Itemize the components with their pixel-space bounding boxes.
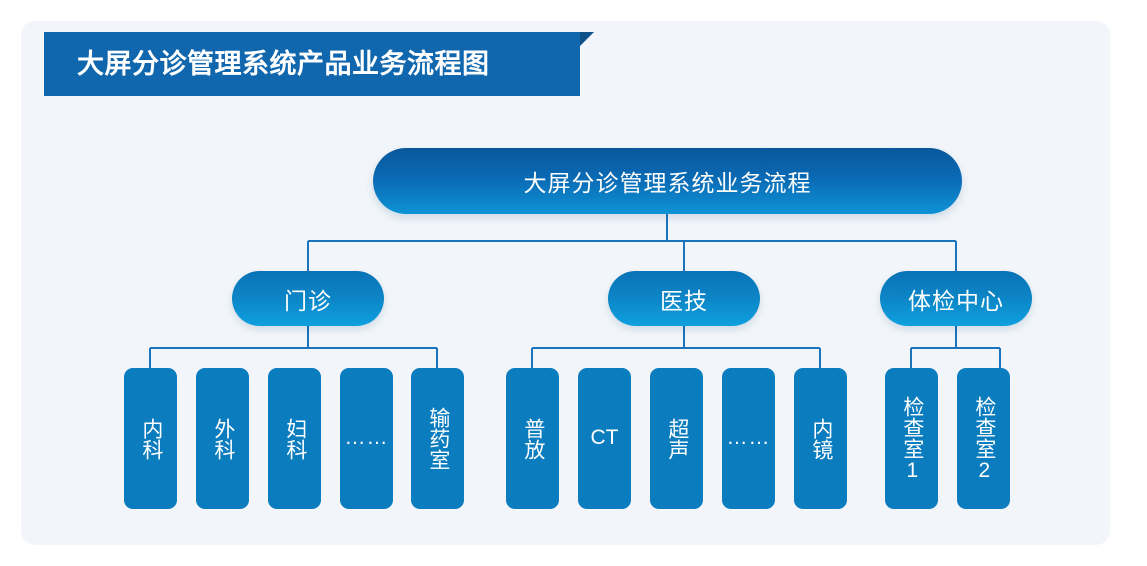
node-leaf-label: …… bbox=[726, 426, 771, 450]
node-leaf-label: 普放 bbox=[521, 417, 545, 460]
node-leaf-label: 检查室2 bbox=[972, 395, 996, 482]
node-leaf[interactable]: 超声 bbox=[650, 368, 703, 509]
node-leaf[interactable]: 内科 bbox=[124, 368, 177, 509]
node-root[interactable]: 大屏分诊管理系统业务流程 bbox=[373, 148, 962, 214]
node-leaf[interactable]: 输药室 bbox=[411, 368, 464, 509]
node-leaf[interactable]: 检查室1 bbox=[885, 368, 938, 509]
node-leaf[interactable]: 检查室2 bbox=[957, 368, 1010, 509]
node-leaf-label: 内科 bbox=[139, 417, 163, 460]
node-leaf[interactable]: 普放 bbox=[506, 368, 559, 509]
node-leaf-ellipsis[interactable]: …… bbox=[340, 368, 393, 509]
node-leaf[interactable]: 妇科 bbox=[268, 368, 321, 509]
node-branch-medical-technology[interactable]: 医技 bbox=[608, 271, 760, 326]
node-leaf-label: 超声 bbox=[665, 417, 689, 460]
node-branch-checkup-center[interactable]: 体检中心 bbox=[880, 271, 1032, 326]
node-branch-label: 体检中心 bbox=[908, 287, 1004, 314]
node-leaf-label: 输药室 bbox=[426, 407, 450, 470]
node-leaf-label: …… bbox=[344, 426, 389, 450]
node-leaf[interactable]: 内镜 bbox=[794, 368, 847, 509]
node-root-label: 大屏分诊管理系统业务流程 bbox=[523, 170, 812, 196]
node-branch-label: 医技 bbox=[660, 287, 708, 314]
node-leaf-label: 检查室1 bbox=[900, 395, 924, 482]
node-leaf[interactable]: 外科 bbox=[196, 368, 249, 509]
page-title: 大屏分诊管理系统产品业务流程图 bbox=[77, 49, 490, 79]
node-leaf-label: 外科 bbox=[211, 417, 235, 460]
title-banner: 大屏分诊管理系统产品业务流程图 bbox=[44, 32, 580, 96]
node-leaf-label: CT bbox=[590, 426, 619, 450]
node-branch-label: 门诊 bbox=[284, 287, 332, 314]
node-leaf-ellipsis[interactable]: …… bbox=[722, 368, 775, 509]
node-leaf-label: 妇科 bbox=[283, 417, 307, 460]
node-branch-outpatient[interactable]: 门诊 bbox=[232, 271, 384, 326]
node-leaf[interactable]: CT bbox=[578, 368, 631, 509]
node-leaf-label: 内镜 bbox=[809, 417, 833, 460]
banner-fold-corner-icon bbox=[580, 32, 594, 46]
